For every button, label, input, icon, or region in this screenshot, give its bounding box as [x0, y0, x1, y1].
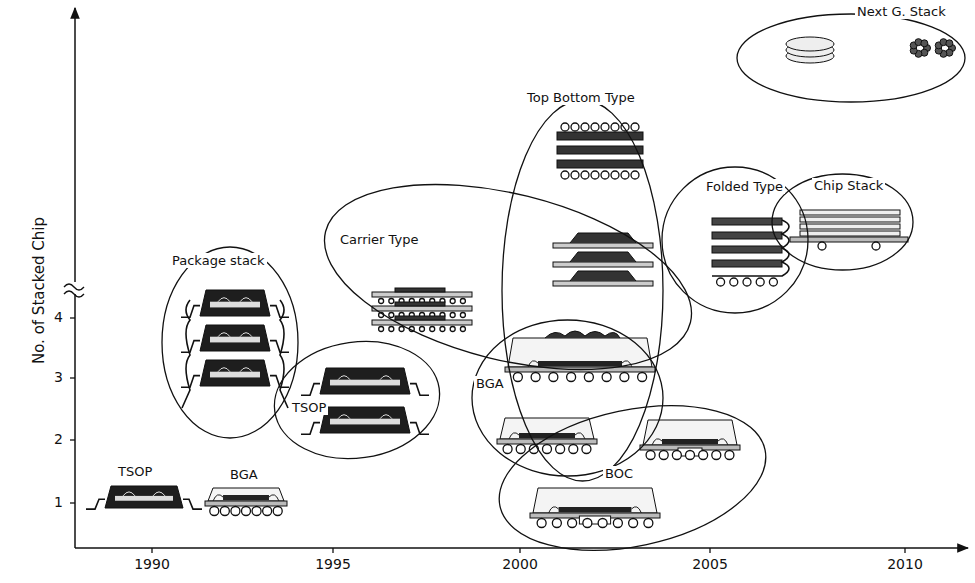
axis-title: No. of Stacked Chip	[32, 214, 47, 365]
stack-layer	[553, 281, 653, 286]
die-cavity	[570, 271, 636, 281]
group-label: Next G. Stack	[855, 4, 948, 19]
bga-package	[530, 488, 660, 524]
stack-layer	[712, 246, 782, 253]
package-name: BGA	[228, 467, 260, 482]
stack-layer	[553, 262, 653, 267]
wafer-disc	[786, 37, 834, 51]
die-cavity	[570, 252, 636, 262]
tick-label: 2005	[690, 557, 730, 572]
oval-outline	[470, 318, 665, 478]
solder-balls	[513, 373, 646, 382]
tick-label: 1	[52, 495, 65, 510]
stack-layer	[557, 160, 643, 168]
folded-tape	[712, 220, 789, 276]
stack-layer	[800, 210, 900, 215]
group-oval: BGA	[470, 318, 665, 478]
stack-layer	[800, 224, 900, 229]
tick-label: 4	[52, 310, 65, 325]
tsop-package	[181, 360, 289, 387]
side-rail	[182, 300, 288, 408]
stack-layer	[395, 288, 445, 292]
chip-cluster	[921, 40, 928, 47]
solder-balls	[717, 278, 778, 286]
tsop-package	[181, 325, 289, 352]
solder-balls	[210, 507, 282, 516]
group-oval: Next G. Stack	[735, 12, 967, 104]
stack-layer	[800, 231, 900, 236]
oval-outline	[160, 245, 300, 440]
group-label: TSOP	[290, 400, 328, 415]
tsop-package	[301, 368, 429, 395]
solder-balls	[537, 519, 653, 528]
stack-layer	[395, 302, 445, 306]
die-cavity	[570, 233, 636, 243]
tick-label: 1990	[132, 557, 172, 572]
y-axis	[74, 8, 76, 548]
oval-outline	[500, 98, 665, 483]
group-oval: BOC	[495, 408, 770, 548]
group-oval: TSOP	[272, 340, 442, 460]
stack-layer	[557, 146, 643, 154]
bga-package	[205, 488, 287, 506]
tick-label: 2000	[500, 557, 540, 572]
solder-balls	[561, 123, 639, 131]
stack-layer	[712, 260, 782, 267]
axis-break	[64, 284, 84, 297]
solder-balls	[561, 171, 639, 179]
group-label: BGA	[474, 376, 506, 391]
tick-marks	[70, 318, 905, 553]
solder-balls	[646, 451, 734, 460]
tick-label: 3	[52, 370, 65, 385]
x-axis	[75, 547, 968, 549]
group-oval: Chip Stack	[770, 172, 915, 272]
solder-balls	[379, 327, 466, 332]
group-oval: Package stack	[160, 245, 300, 440]
stack-layer	[712, 232, 782, 239]
bga-package	[505, 338, 655, 372]
tick-label: 1995	[313, 557, 353, 572]
stack-layer	[553, 243, 653, 248]
tick-label: 2010	[885, 557, 925, 572]
chip-cluster	[946, 40, 953, 47]
group-label: Carrier Type	[338, 232, 420, 247]
stack-layer	[372, 320, 472, 325]
tick-label: 2	[52, 432, 65, 447]
oval-outline	[735, 12, 967, 104]
stacked-dies	[545, 331, 620, 338]
group-label: Top Bottom Type	[525, 90, 637, 105]
stack-layer	[372, 306, 472, 311]
solder-balls	[818, 242, 880, 250]
solder-balls	[503, 445, 591, 454]
tsop-package	[181, 290, 289, 317]
stack-layer	[395, 316, 445, 320]
group-oval: Folded Type	[660, 165, 810, 315]
group-oval: Top Bottom Type	[500, 98, 665, 483]
group-label: Package stack	[170, 253, 267, 268]
stack-layer	[372, 292, 472, 297]
group-label: Folded Type	[704, 179, 785, 194]
group-label: Chip Stack	[812, 178, 885, 193]
package-name: TSOP	[116, 464, 154, 479]
tsop-package	[86, 486, 202, 509]
stack-layer	[800, 217, 900, 222]
group-label: BOC	[603, 466, 635, 481]
